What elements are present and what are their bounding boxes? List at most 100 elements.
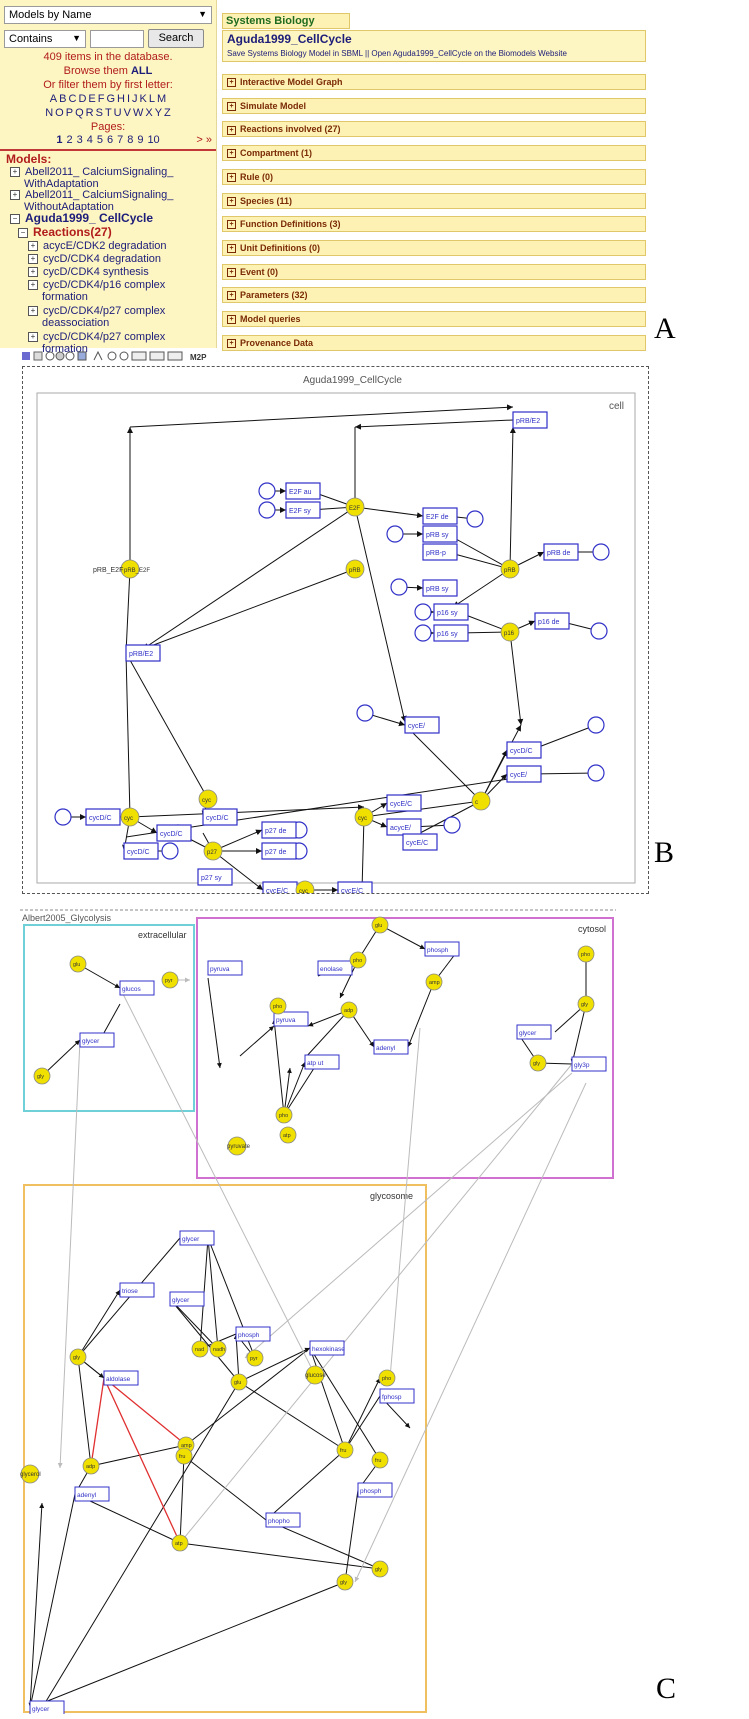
letter-link[interactable]: Y bbox=[154, 107, 163, 119]
enzyme-box[interactable] bbox=[516, 1024, 552, 1040]
reaction-box[interactable] bbox=[197, 868, 233, 886]
enzyme-box[interactable] bbox=[357, 1482, 393, 1498]
metabolite-circle[interactable] bbox=[269, 997, 287, 1015]
expand-toggle-icon[interactable]: − bbox=[10, 214, 20, 225]
metabolite-circle[interactable] bbox=[191, 1340, 209, 1358]
page-link[interactable]: 6 bbox=[106, 134, 114, 146]
metabolite-circle[interactable] bbox=[577, 995, 595, 1013]
expand-plus-icon[interactable]: + bbox=[227, 338, 236, 348]
reaction-box[interactable] bbox=[202, 808, 238, 826]
reaction-box[interactable] bbox=[422, 579, 458, 597]
metabolite-circle[interactable] bbox=[336, 1441, 354, 1459]
reaction-node[interactable]: p16 de bbox=[534, 612, 570, 630]
reaction-node[interactable]: pRB sy bbox=[422, 525, 458, 543]
section-7[interactable]: +Unit Definitions (0) bbox=[222, 239, 646, 256]
metabolite-node[interactable]: pyr bbox=[246, 1349, 264, 1367]
model-tree-item[interactable]: +acycE/CDK2 degradation bbox=[28, 240, 167, 252]
metabolite-circle[interactable] bbox=[336, 1573, 354, 1591]
letter-link[interactable]: A bbox=[49, 93, 58, 105]
section-10[interactable]: +Model queries bbox=[222, 311, 646, 327]
browse-all-link[interactable]: ALL bbox=[130, 65, 153, 77]
source-sink-node[interactable] bbox=[54, 808, 72, 826]
expand-plus-icon[interactable]: + bbox=[227, 196, 236, 206]
metabolite-circle[interactable] bbox=[20, 1464, 40, 1484]
enzyme-node[interactable]: phosph bbox=[235, 1326, 271, 1342]
letter-link[interactable]: L bbox=[148, 93, 156, 105]
reaction-box[interactable] bbox=[422, 543, 458, 561]
model-tree-item[interactable]: +Abell2011_ CalciumSignaling_WithAdaptat… bbox=[10, 166, 173, 190]
expand-plus-icon[interactable]: + bbox=[227, 101, 236, 111]
enzyme-box[interactable] bbox=[235, 1326, 271, 1342]
species-node[interactable]: pRB bbox=[345, 559, 365, 579]
enzyme-box[interactable] bbox=[309, 1340, 345, 1356]
species-node[interactable]: p27 bbox=[203, 841, 223, 861]
reaction-node[interactable]: p27 de bbox=[261, 821, 297, 839]
reaction-box[interactable] bbox=[433, 624, 469, 642]
reaction-box[interactable] bbox=[422, 507, 458, 525]
expand-plus-icon[interactable]: + bbox=[227, 267, 236, 277]
section-6[interactable]: +Function Definitions (3) bbox=[222, 216, 646, 233]
species-node[interactable]: c bbox=[471, 791, 491, 811]
reaction-box[interactable] bbox=[261, 821, 297, 839]
model-actions[interactable]: Save Systems Biology Model in SBML || Op… bbox=[227, 49, 567, 58]
enzyme-box[interactable] bbox=[119, 980, 155, 996]
search-input[interactable] bbox=[90, 30, 144, 48]
metabolite-circle[interactable] bbox=[371, 1560, 389, 1578]
enzyme-box[interactable] bbox=[119, 1282, 155, 1298]
model-list-dropdown[interactable]: Models by Name ▼ bbox=[4, 6, 212, 24]
reaction-node[interactable]: pRB/E2 bbox=[512, 411, 548, 429]
reaction-node[interactable]: cycE/ bbox=[404, 716, 440, 734]
metabolite-node[interactable]: gly bbox=[336, 1573, 354, 1591]
species-circle[interactable] bbox=[120, 559, 140, 579]
expand-toggle-icon[interactable]: + bbox=[28, 267, 38, 278]
source-sink-node[interactable] bbox=[443, 816, 461, 834]
metabolite-circle[interactable] bbox=[209, 1340, 227, 1358]
metabolite-circle[interactable] bbox=[577, 945, 595, 963]
section-5[interactable]: +Species (11) bbox=[222, 192, 646, 209]
expand-plus-icon[interactable]: + bbox=[227, 172, 236, 182]
metabolite-circle[interactable] bbox=[340, 1001, 358, 1019]
metabolite-node[interactable]: gly bbox=[69, 1348, 87, 1366]
source-sink-node[interactable] bbox=[587, 716, 605, 734]
filter-mode-select[interactable]: Contains ▼ bbox=[4, 30, 86, 48]
enzyme-box[interactable] bbox=[179, 1230, 215, 1246]
m2p-label[interactable]: M2P bbox=[190, 353, 207, 362]
metabolite-circle[interactable] bbox=[171, 1534, 189, 1552]
reaction-node[interactable]: cycE/C bbox=[262, 881, 298, 899]
species-node[interactable]: pRB bbox=[500, 559, 520, 579]
expand-toggle-icon[interactable]: + bbox=[28, 280, 38, 291]
source-sink-node[interactable] bbox=[356, 704, 374, 722]
source-sink-node[interactable] bbox=[590, 622, 608, 640]
metabolite-circle[interactable] bbox=[246, 1349, 264, 1367]
metabolite-circle[interactable] bbox=[275, 1106, 293, 1124]
enzyme-box[interactable] bbox=[265, 1512, 301, 1528]
enzyme-node[interactable]: glucos bbox=[119, 980, 155, 996]
metabolite-node[interactable]: pyruvate bbox=[227, 1136, 251, 1156]
letter-link[interactable]: Q bbox=[75, 107, 84, 119]
source-sink-node[interactable] bbox=[258, 482, 276, 500]
source-sink-node[interactable] bbox=[258, 501, 276, 519]
page-link[interactable]: 9 bbox=[137, 134, 144, 146]
metabolite-node[interactable]: gly bbox=[577, 995, 595, 1013]
reaction-box[interactable] bbox=[506, 741, 542, 759]
species-circle[interactable] bbox=[500, 559, 520, 579]
letter-link[interactable]: W bbox=[132, 107, 144, 119]
metabolite-node[interactable]: pho bbox=[577, 945, 595, 963]
metabolite-node[interactable]: amp bbox=[425, 973, 443, 991]
metabolite-node[interactable]: atp bbox=[279, 1126, 297, 1144]
enzyme-node[interactable]: aldolase bbox=[103, 1370, 139, 1386]
letter-link[interactable]: S bbox=[95, 107, 103, 119]
reaction-box[interactable] bbox=[285, 482, 321, 500]
next-pages-link[interactable]: > » bbox=[196, 134, 212, 146]
source-sink-node[interactable] bbox=[386, 525, 404, 543]
reaction-box[interactable] bbox=[123, 842, 159, 860]
toolbar-icons[interactable] bbox=[22, 350, 183, 361]
letter-link[interactable]: D bbox=[78, 93, 87, 105]
metabolite-node[interactable]: gly bbox=[33, 1067, 51, 1085]
species-node[interactable]: pRB_E2F bbox=[120, 559, 150, 579]
enzyme-node[interactable]: fphosp bbox=[379, 1388, 415, 1404]
reaction-node[interactable]: p16 sy bbox=[433, 624, 469, 642]
species-node[interactable]: p16 bbox=[500, 622, 520, 642]
